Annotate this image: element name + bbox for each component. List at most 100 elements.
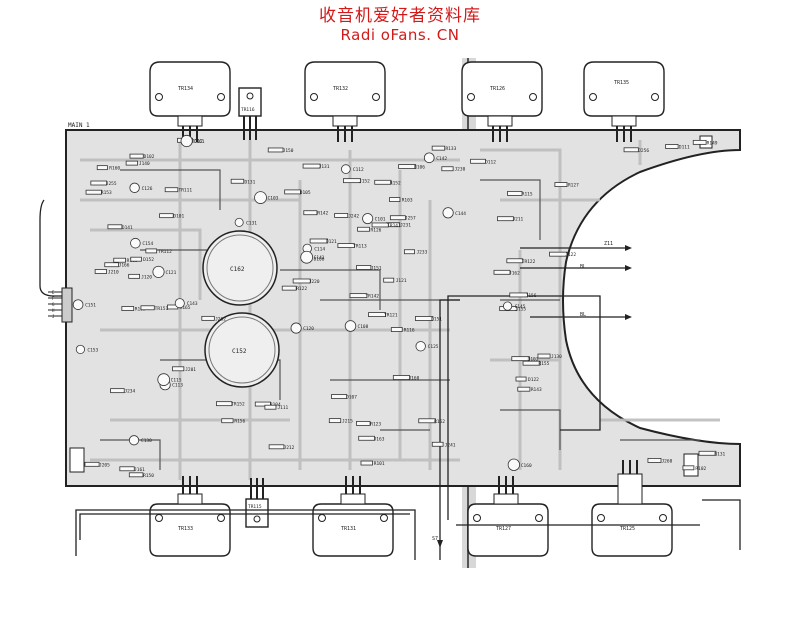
capacitor-label: C162 [230, 266, 245, 273]
component-label: R156 [234, 419, 245, 425]
component-label: J260 [661, 458, 672, 464]
component-label: C115 [171, 378, 182, 384]
output-label-bl: BL [580, 264, 586, 270]
component-label: D107 [346, 395, 357, 401]
component-r101 [360, 460, 373, 466]
component-label: R143 [531, 387, 542, 393]
transistor-tr132: TR132 [304, 61, 386, 142]
component-r155 [522, 360, 541, 366]
svg-text:TR126: TR126 [490, 86, 505, 92]
component-j122 [549, 251, 568, 257]
watermark-header: 收音机爱好者资料库 Radi oFans. CN [0, 6, 800, 44]
component-c153 [75, 344, 86, 355]
component-j256 [623, 147, 639, 153]
component-label: R160 [109, 166, 120, 172]
component-label: J122 [565, 252, 576, 258]
svg-text:E: E [52, 290, 55, 295]
transistor-tr134: TR134 [149, 61, 231, 142]
component-label: C130 [141, 438, 152, 444]
component-j160 [392, 375, 411, 380]
component-tr122 [506, 258, 524, 264]
component-c101 [362, 213, 374, 225]
component-label: J151 [371, 265, 382, 271]
component-j233 [403, 249, 415, 255]
svg-text:J: J [52, 314, 54, 319]
capacitor-c162: C162 [202, 230, 278, 306]
component-label: J234 [124, 389, 135, 395]
component-c141 [300, 250, 314, 264]
component-r142 [303, 210, 318, 216]
component-label: J162 [509, 270, 520, 276]
component-r131 [698, 450, 717, 456]
transistor-tr115: TR115 [245, 478, 269, 528]
component-label: J155 [515, 307, 526, 313]
component-label: TR113 [353, 244, 367, 250]
component-d122 [515, 376, 527, 382]
transistor-tr127: TR127 [467, 476, 549, 557]
component-j161 [119, 466, 135, 472]
component-r106 [398, 164, 417, 169]
component-j131 [302, 163, 321, 169]
component-d103 [511, 356, 530, 362]
component-r126 [357, 226, 370, 232]
component-j257 [389, 215, 406, 221]
transistor-tr116: TR116 [238, 87, 262, 140]
component-j121 [383, 277, 395, 283]
component-label: R149 [707, 140, 718, 146]
svg-text:TR131: TR131 [341, 526, 356, 532]
component-d141 [107, 224, 123, 230]
transistor-tr135: TR135 [583, 61, 665, 142]
component-d131 [230, 178, 245, 184]
component-j152 [343, 178, 362, 184]
component-tr141 [371, 222, 389, 228]
svg-text:H: H [52, 308, 55, 313]
component-label: TR151 [155, 306, 169, 312]
component-label: R150 [143, 473, 154, 479]
component-tr121 [368, 312, 387, 318]
component-label: R133 [445, 146, 456, 152]
component-label: J111 [277, 405, 288, 411]
component-j166 [104, 262, 119, 268]
small-components: R116R106R104R105R115R103R102R101C108C103… [72, 134, 726, 479]
component-label: D121 [326, 239, 337, 245]
component-tr113 [337, 243, 355, 248]
component-label: J201 [185, 367, 196, 373]
component-label: J257 [405, 216, 416, 222]
component-c143 [174, 298, 185, 309]
component-c131 [234, 217, 244, 227]
component-c160 [507, 458, 521, 471]
component-label: D105 [300, 190, 311, 196]
component-c161 [180, 134, 193, 148]
wire-label-s7: S7 [432, 536, 438, 542]
component-label: J231 [400, 223, 411, 229]
component-label: J120 [141, 274, 152, 280]
component-label: C112 [353, 167, 364, 173]
component-label: TR111 [179, 188, 193, 194]
component-r152 [374, 179, 392, 185]
component-label: C154 [142, 241, 153, 247]
component-j150 [267, 147, 284, 153]
component-label: D122 [528, 377, 539, 383]
component-label: J160 [408, 376, 419, 382]
component-c144 [442, 207, 454, 219]
component-label: C153 [87, 347, 98, 353]
component-j163 [358, 435, 375, 441]
component-label: C103 [268, 196, 279, 202]
component-j241 [431, 441, 444, 447]
svg-text:TR132: TR132 [333, 86, 348, 92]
component-label: J256 [638, 148, 649, 154]
component-r150 [128, 472, 144, 478]
component-j242 [334, 213, 349, 218]
component-label: TR141 [387, 223, 401, 229]
component-label: D111 [679, 145, 690, 151]
component-r143 [517, 386, 531, 392]
component-j212 [268, 444, 285, 450]
component-j202 [201, 315, 215, 321]
component-c154 [130, 237, 141, 249]
component-label: R142 [317, 211, 328, 217]
transistor-tr126: TR126 [461, 61, 543, 142]
component-c115 [157, 373, 171, 386]
component-r116 [390, 327, 403, 332]
component-label: D141 [122, 225, 133, 231]
component-j156 [509, 292, 528, 298]
